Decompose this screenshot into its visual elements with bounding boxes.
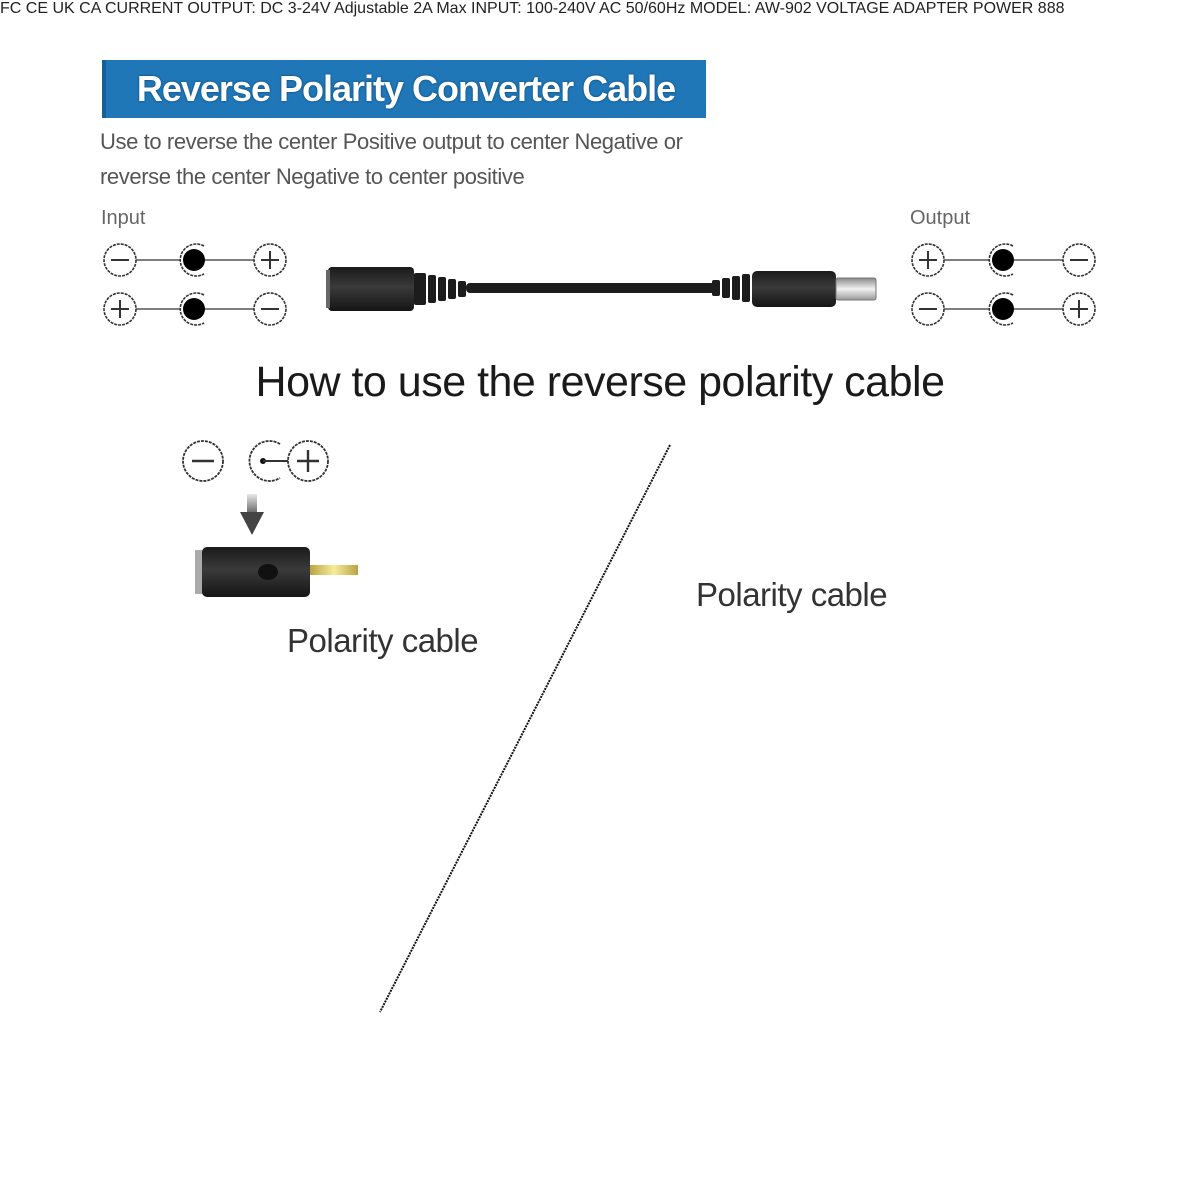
certification-marks: FC CE UK CA — [0, 0, 101, 17]
plus-icon — [253, 243, 287, 277]
adapter-output-spec: OUTPUT: DC 3-24V Adjustable 2A Max — [187, 0, 467, 17]
input-polarity-row-1 — [103, 243, 287, 277]
center-pin-icon — [179, 243, 205, 277]
minus-icon — [181, 439, 225, 483]
minus-icon — [1062, 243, 1096, 277]
description-line-2: reverse the center Negative to center po… — [100, 164, 525, 189]
minus-icon — [103, 243, 137, 277]
adapter-model: MODEL: AW-902 — [689, 0, 812, 17]
output-label: Output — [910, 207, 971, 229]
led-digits: 888 — [1037, 0, 1065, 17]
adapter-input-spec: INPUT: 100-240V AC 50/60Hz — [471, 0, 686, 17]
adapter-brand: ADAPTER POWER — [892, 0, 1034, 17]
center-pin-icon — [988, 292, 1014, 326]
led-display: 888 — [1038, 0, 1065, 17]
plus-icon — [1062, 292, 1096, 326]
output-polarity-row-1 — [911, 243, 1096, 277]
current-label: CURRENT — [104, 0, 183, 17]
jack-icon — [248, 440, 288, 482]
howto-title: How to use the reverse polarity cable — [255, 358, 945, 406]
plus-icon — [911, 243, 945, 277]
right-callout-polarity-cable: Polarity cable — [696, 576, 888, 613]
plus-icon — [286, 439, 330, 483]
description: Use to reverse the center Positive outpu… — [100, 124, 820, 194]
center-pin-icon — [179, 292, 205, 326]
title-banner: Reverse Polarity Converter Cable — [102, 60, 706, 118]
description-line-1: Use to reverse the center Positive outpu… — [100, 129, 683, 154]
output-polarity-row-2 — [911, 292, 1096, 326]
plus-icon — [103, 292, 137, 326]
input-label: Input — [101, 207, 146, 229]
left-top-polarity-symbol — [181, 439, 330, 483]
center-pin-icon — [988, 243, 1014, 277]
minus-icon — [253, 292, 287, 326]
arrow-down-icon — [240, 494, 264, 535]
adapter-yellow-badge: 888 — [1038, 0, 1065, 17]
divider-line — [379, 444, 671, 1013]
left-callout-polarity-cable: Polarity cable — [287, 622, 479, 659]
page-title: Reverse Polarity Converter Cable — [136, 68, 676, 109]
adapter-tip-image — [195, 547, 358, 597]
adapter-voltage-label: VOLTAGE — [816, 0, 890, 17]
input-polarity-row-2 — [103, 292, 287, 326]
power-adapter-image: FC CE UK CA CURRENT OUTPUT: DC 3-24V Adj… — [0, 0, 1065, 17]
minus-icon — [911, 292, 945, 326]
converter-cable-image — [326, 267, 877, 311]
